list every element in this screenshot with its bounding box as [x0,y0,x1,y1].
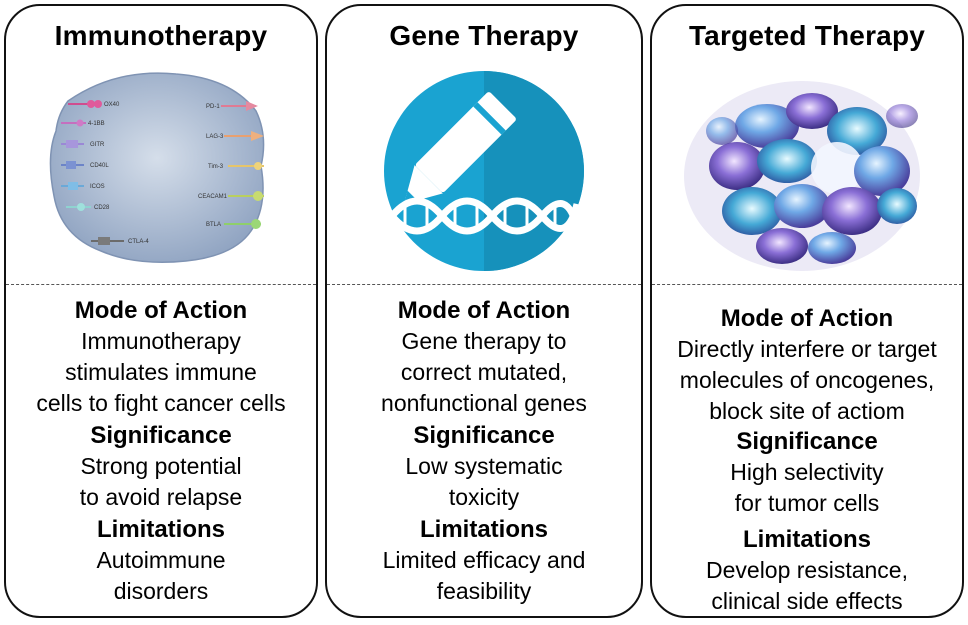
limitations-line: disorders [113,578,209,604]
panel-body: Mode of Action Gene therapy to correct m… [327,296,641,607]
mode-heading: Mode of Action [720,305,894,332]
receptor-label: GITR [90,142,105,148]
panel-divider [652,284,962,285]
significance-line: toxicity [448,484,520,510]
significance-line: High selectivity [730,459,884,485]
panel-title: Targeted Therapy [688,20,926,51]
limitations-line: clinical side effects [711,588,903,614]
immunotherapy-panel: Immunotherapy [4,4,318,618]
panel-title: Gene Therapy [389,20,579,51]
receptor-label: CD28 [94,205,110,211]
immune-cell-icon: OX40 4-1BB GITR CD40L ICOS CD28 CTLA-4 P… [49,72,265,263]
limitations-line: Autoimmune [96,547,226,573]
gene-therapy-illustration [327,56,641,281]
limitations-heading: Limitations [742,526,871,553]
targeted-therapy-panel: Targeted Therapy [650,4,964,618]
mode-line: stimulates immune [65,359,257,385]
receptor-label: PD-1 [206,104,220,110]
receptor-label: ICOS [90,184,105,190]
panel-body: Mode of Action Immunotherapy stimulates … [6,296,316,607]
panel-divider [327,284,641,285]
receptor-label: 4-1BB [88,121,105,127]
gene-editing-pencil-icon [384,71,584,271]
gene-therapy-panel: Gene Therapy [325,4,643,618]
limitations-line: Develop resistance, [706,557,908,583]
panel-divider [6,284,316,285]
mode-line: nonfunctional genes [381,390,587,416]
limitations-line: feasibility [436,578,532,604]
mode-heading: Mode of Action [74,297,248,324]
mode-heading: Mode of Action [397,297,571,324]
mode-line: correct mutated, [400,359,568,385]
limitations-line: Limited efficacy and [382,547,586,573]
receptor-label: CTLA-4 [128,239,149,245]
panel-title: Immunotherapy [54,20,268,51]
receptor-label: BTLA [206,222,221,228]
limitations-heading: Limitations [419,516,548,543]
mode-line: Immunotherapy [81,328,241,354]
protein-molecule-icon [684,81,920,271]
significance-line: Strong potential [80,453,242,479]
dna-helix-icon [389,197,581,235]
limitations-heading: Limitations [96,516,225,543]
mode-line: cells to fight cancer cells [36,390,286,416]
significance-line: Low systematic [405,453,563,479]
mode-line: Gene therapy to [401,328,567,354]
mode-line: Directly interfere or target [677,336,937,362]
receptor-label: LAG-3 [206,134,224,140]
mode-line: molecules of oncogenes, [679,367,935,393]
molecule-illustration [652,56,962,281]
significance-heading: Significance [736,428,878,455]
significance-heading: Significance [90,422,232,449]
receptor-label: CEACAM1 [198,194,228,200]
receptor-label: OX40 [104,102,120,108]
significance-heading: Significance [413,422,555,449]
panel-body: Mode of Action Directly interfere or tar… [652,304,962,616]
immune-cell-illustration: OX40 4-1BB GITR CD40L ICOS CD28 CTLA-4 P… [6,56,316,281]
significance-line: to avoid relapse [79,484,243,510]
receptor-label: Tim-3 [208,164,224,170]
receptor-label: CD40L [90,163,109,169]
mode-line: block site of actiom [709,398,905,424]
significance-line: for tumor cells [734,490,880,516]
